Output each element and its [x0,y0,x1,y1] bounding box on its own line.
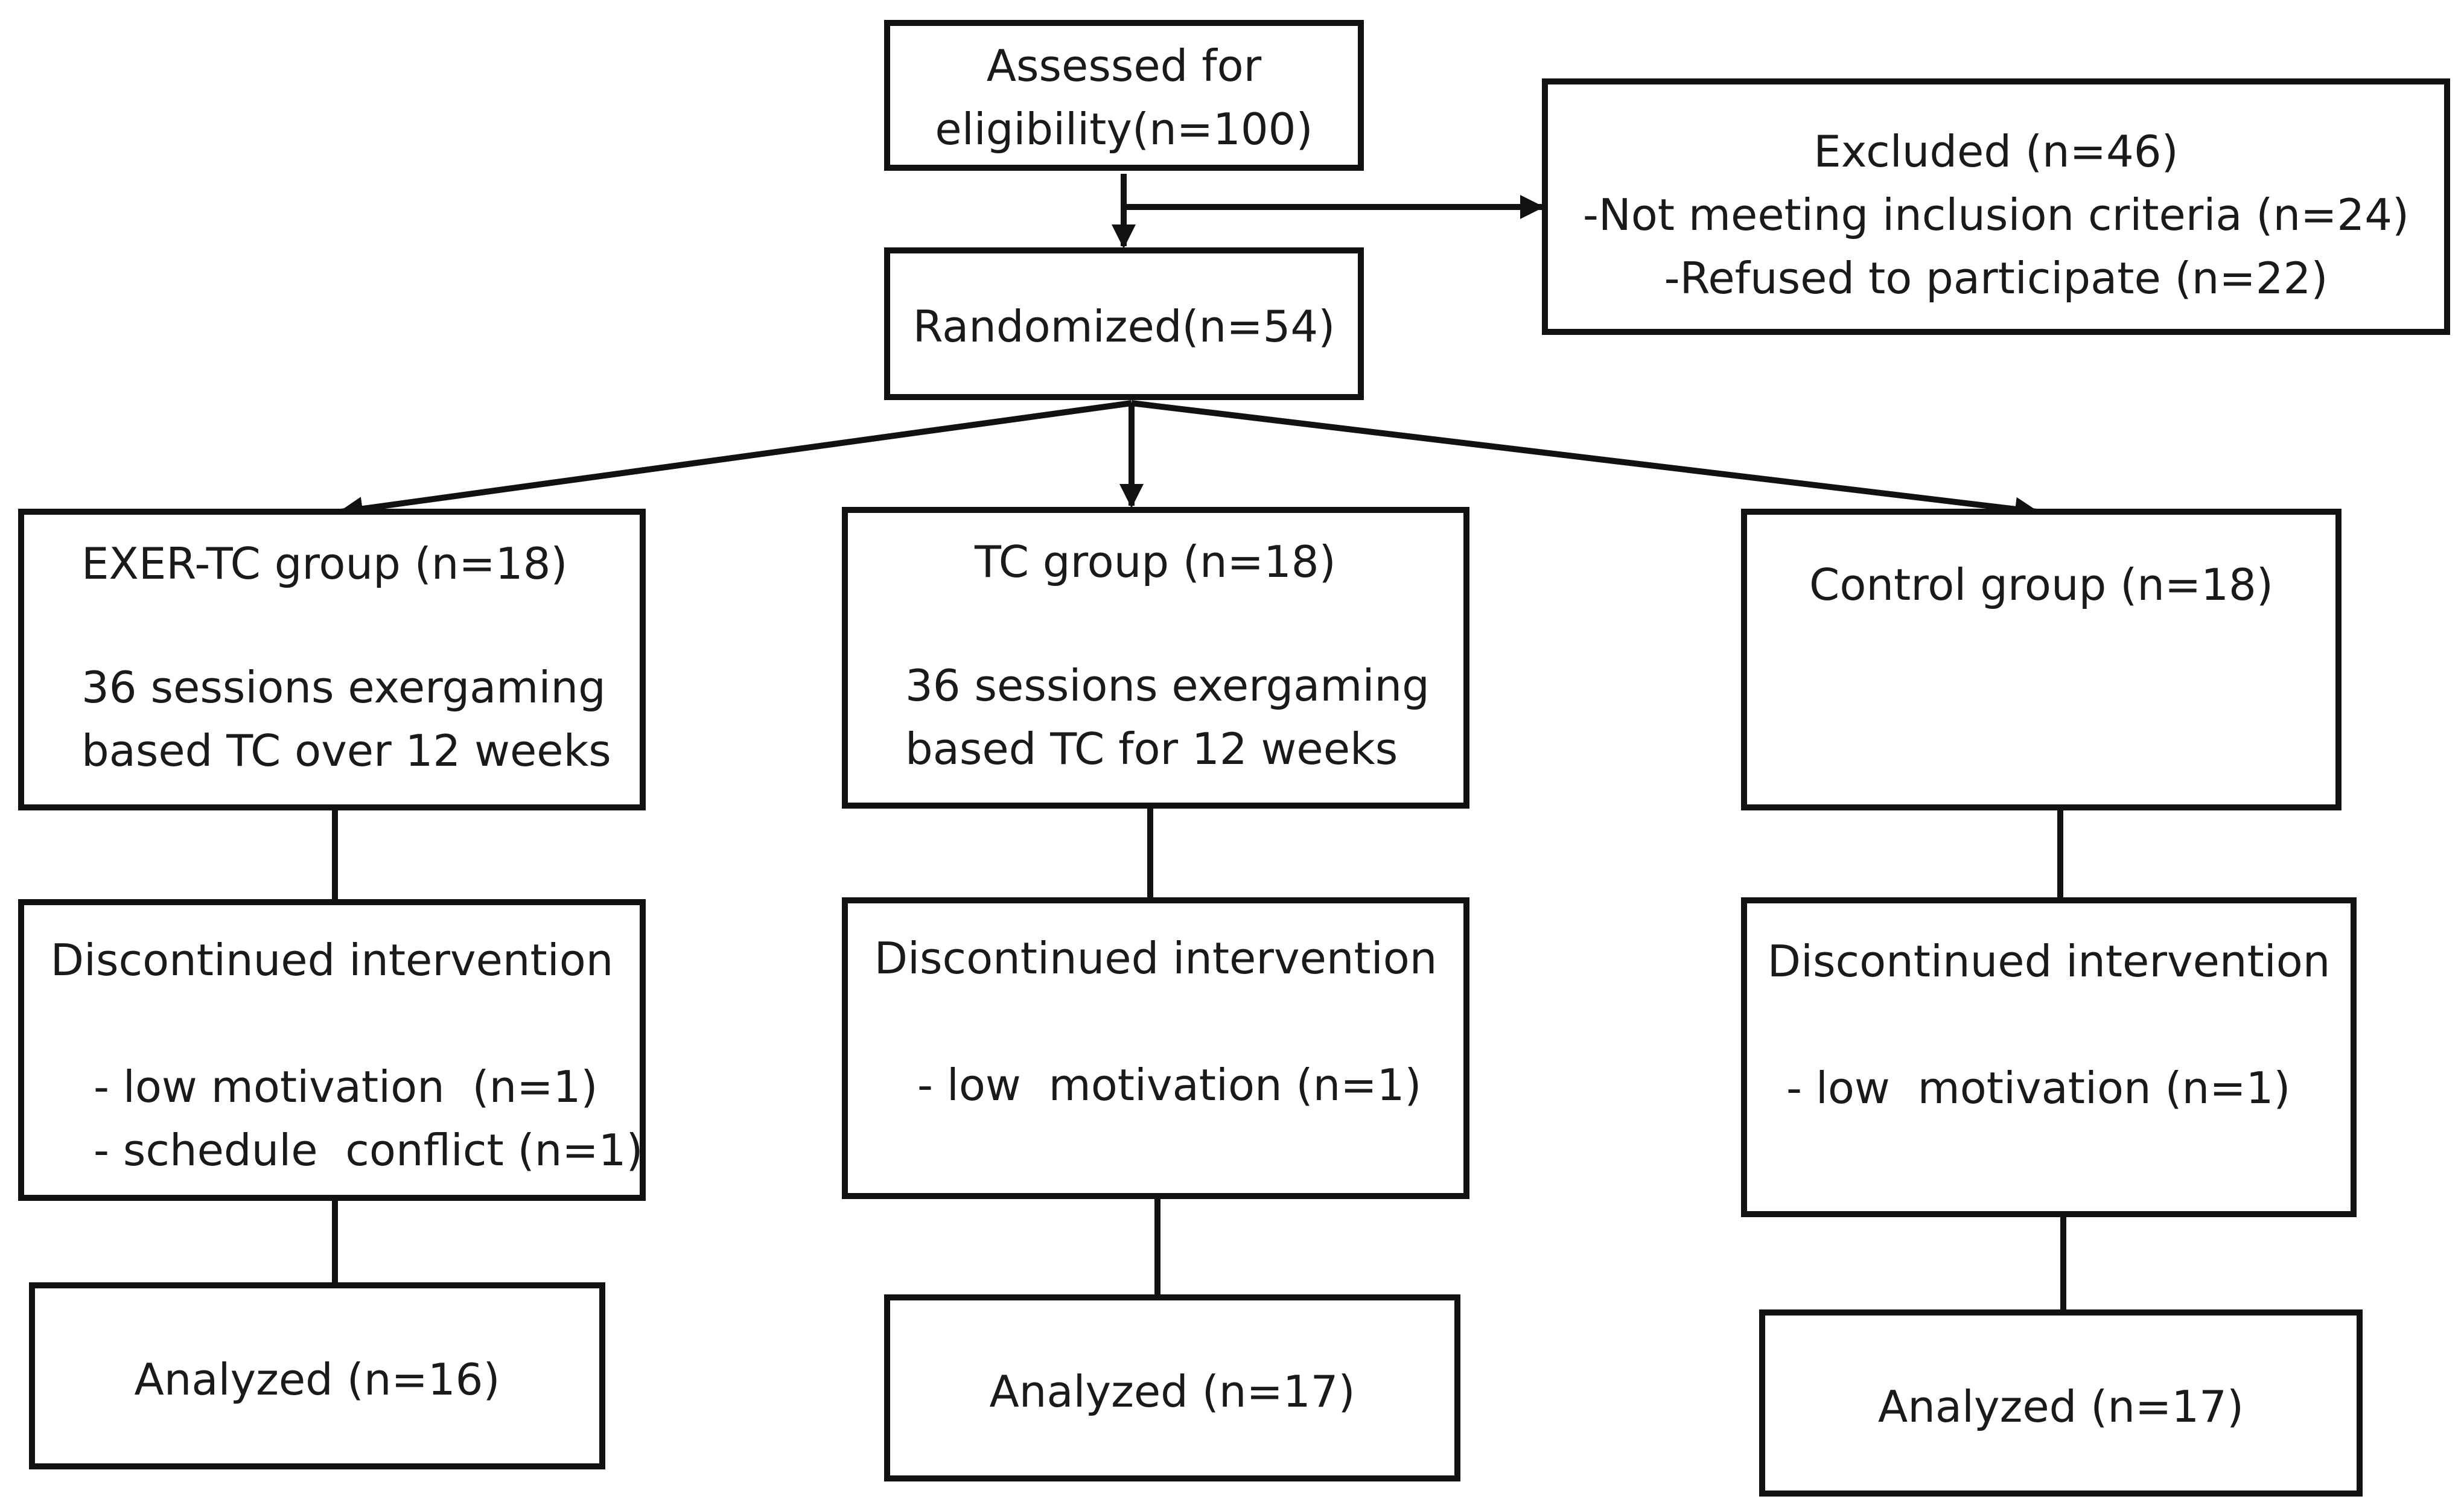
exer-tc-group-title: EXER-TC group (n=18) [81,538,568,589]
tc-group-desc-2: based TC for 12 weeks [905,724,1398,774]
assessed-line1: Assessed for [986,40,1262,91]
exer-tc-discontinued-reason-2: - schedule conflict (n=1) [94,1125,643,1176]
tc-group-desc-1: 36 sessions exergaming [905,660,1430,711]
control-discontinued-reason-1: - low motivation (n=1) [1786,1063,2291,1113]
excluded-title: Excluded (n=46) [1813,126,2179,177]
control-analyzed-label: Analyzed (n=17) [1877,1381,2244,1432]
exer-tc-discontinued-title: Discontinued intervention [50,935,614,985]
tc-discontinued-reason-1: - low motivation (n=1) [917,1060,1422,1110]
excluded-reason-2: -Refused to participate (n=22) [1664,253,2328,304]
exer-tc-analyzed-box: Analyzed (n=16) [29,1282,605,1469]
tc-analyzed-label: Analyzed (n=17) [989,1366,1355,1417]
exer-tc-group-box: EXER-TC group (n=18) 36 sessions exergam… [18,509,646,810]
control-discontinued-title: Discontinued intervention [1767,936,2331,987]
randomized-label: Randomized(n=54) [912,301,1335,352]
excluded-reason-1: -Not meeting inclusion criteria (n=24) [1582,189,2410,240]
tc-discontinued-box: Discontinued intervention - low motivati… [842,897,1469,1199]
randomized-box: Randomized(n=54) [884,247,1364,400]
tc-analyzed-box: Analyzed (n=17) [884,1294,1460,1481]
exer-tc-group-desc-1: 36 sessions exergaming [81,662,606,713]
exer-tc-analyzed-label: Analyzed (n=16) [134,1354,500,1405]
tc-discontinued-title: Discontinued intervention [874,933,1437,984]
exer-tc-group-desc-2: based TC over 12 weeks [81,725,611,776]
assessed-line2: eligibility(n=100) [935,104,1313,154]
arrow-to-control-group [1131,400,2039,521]
tc-group-box: TC group (n=18) 36 sessions exergaming b… [842,507,1469,809]
exer-tc-discontinued-box: Discontinued intervention - low motivati… [18,899,646,1201]
tc-group-title: TC group (n=18) [975,536,1336,587]
excluded-box: Excluded (n=46) -Not meeting inclusion c… [1542,78,2450,335]
arrow-to-exer-tc-group [339,400,1132,521]
control-group-box: Control group (n=18) [1741,509,2341,810]
control-group-title: Control group (n=18) [1809,559,2273,610]
assessed-box: Assessed for eligibility(n=100) [884,20,1364,171]
control-analyzed-box: Analyzed (n=17) [1759,1309,2363,1497]
exer-tc-discontinued-reason-1: - low motivation (n=1) [94,1061,598,1112]
control-discontinued-box: Discontinued intervention - low motivati… [1741,897,2357,1217]
